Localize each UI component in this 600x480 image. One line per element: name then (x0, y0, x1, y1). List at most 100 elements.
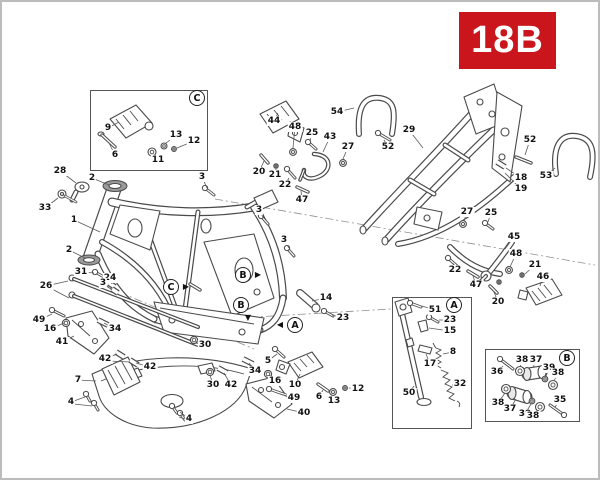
part-number-3: 3 (254, 205, 264, 215)
part-number-30: 30 (197, 340, 213, 350)
part-number-6: 6 (314, 392, 324, 402)
ref-circle-c: C (163, 279, 179, 295)
part-number-15: 15 (442, 326, 458, 336)
part-number-42: 42 (223, 380, 239, 390)
ref-circle-c: C (189, 90, 205, 106)
part-number-41: 41 (54, 337, 70, 347)
lock-and-key-drawing (57, 181, 90, 204)
part-number-35: 35 (552, 395, 568, 405)
part-number-19: 19 (513, 184, 529, 194)
part-number-34: 34 (247, 366, 263, 376)
part-number-45: 45 (506, 232, 522, 242)
part-number-43: 43 (322, 132, 338, 142)
part-number-16: 16 (267, 376, 283, 386)
part-number-48: 48 (508, 249, 524, 259)
inset-b (485, 349, 580, 422)
part-number-30: 30 (205, 380, 221, 390)
part-number-17: 17 (422, 359, 438, 369)
ref-circle-a: A (446, 297, 462, 313)
part-number-39: 39 (541, 363, 557, 373)
part-number-4: 4 (184, 414, 194, 424)
part-number-40: 40 (296, 408, 312, 418)
part-number-42: 42 (97, 354, 113, 364)
part-number-39: 39 (517, 409, 533, 419)
part-number-27: 27 (340, 142, 356, 152)
part-number-37: 37 (528, 355, 544, 365)
part-number-10: 10 (287, 380, 303, 390)
part-number-42: 42 (142, 362, 158, 372)
part-number-9: 9 (103, 123, 113, 133)
footpeg-bottom-drawing (275, 351, 324, 379)
part-number-27: 27 (459, 207, 475, 217)
part-number-38: 38 (525, 411, 541, 421)
ref-circle-b: B (233, 297, 249, 313)
ref-circle-b: B (559, 350, 575, 366)
part-number-13: 13 (326, 396, 342, 406)
part-number-32: 32 (452, 379, 468, 389)
ref-arrow-icon: ▶ (182, 282, 190, 291)
part-number-34: 34 (107, 324, 123, 334)
part-number-48: 48 (287, 122, 303, 132)
part-number-18: 18 (513, 173, 529, 183)
part-number-46: 46 (535, 272, 551, 282)
part-number-47: 47 (294, 195, 310, 205)
part-number-8: 8 (448, 347, 458, 357)
part-number-24: 24 (102, 273, 118, 283)
part-number-1: 1 (69, 215, 79, 225)
part-number-38: 38 (514, 355, 530, 365)
part-number-22: 22 (447, 265, 463, 275)
part-number-54: 54 (329, 107, 345, 117)
part-number-11: 11 (150, 155, 166, 165)
part-number-2: 2 (64, 245, 74, 255)
part-number-4: 4 (66, 397, 76, 407)
part-number-52: 52 (522, 135, 538, 145)
part-number-20: 20 (251, 167, 267, 177)
part-number-22: 22 (277, 180, 293, 190)
page-badge: 18B (459, 12, 556, 69)
part-number-21: 21 (267, 170, 283, 180)
part-number-53: 53 (538, 171, 554, 181)
part-number-14: 14 (318, 293, 334, 303)
kickstand-bracket-drawing (296, 289, 321, 313)
fasteners (48, 129, 568, 422)
grab-handle-right-drawing (552, 132, 596, 180)
part-number-38: 38 (490, 398, 506, 408)
part-number-6: 6 (110, 150, 120, 160)
part-number-5: 5 (263, 356, 273, 366)
part-number-44: 44 (266, 116, 282, 126)
ref-arrow-icon: ▶ (254, 270, 262, 279)
part-number-29: 29 (401, 125, 417, 135)
part-number-52: 52 (380, 142, 396, 152)
part-number-3: 3 (279, 235, 289, 245)
part-number-26: 26 (38, 281, 54, 291)
ref-circle-a: A (287, 317, 303, 333)
part-number-50: 50 (401, 388, 417, 398)
part-number-3: 3 (197, 172, 207, 182)
part-number-20: 20 (490, 297, 506, 307)
inset-c (90, 90, 208, 171)
inset-a-kickstand-drawing (394, 297, 461, 408)
part-number-36: 36 (489, 367, 505, 377)
part-number-25: 25 (304, 128, 320, 138)
part-number-13: 13 (168, 130, 184, 140)
part-number-51: 51 (427, 305, 443, 315)
part-number-38: 38 (550, 368, 566, 378)
pillion-peg-right-drawing (447, 239, 563, 306)
inset-c-footpeg-drawing (97, 104, 154, 139)
part-number-16: 16 (42, 324, 58, 334)
part-number-21: 21 (527, 260, 543, 270)
part-number-25: 25 (483, 208, 499, 218)
part-number-23: 23 (442, 315, 458, 325)
heel-bracket-drawing (298, 151, 331, 182)
ref-arrow-icon: ◀ (276, 320, 284, 329)
long-bolts-drawing (68, 274, 200, 347)
part-number-12: 12 (350, 384, 366, 394)
part-number-37: 37 (502, 404, 518, 414)
frame-drawing (77, 180, 287, 345)
ref-arrow-icon: ▼ (244, 313, 252, 322)
ref-circle-b: B (235, 267, 251, 283)
part-number-49: 49 (286, 393, 302, 403)
